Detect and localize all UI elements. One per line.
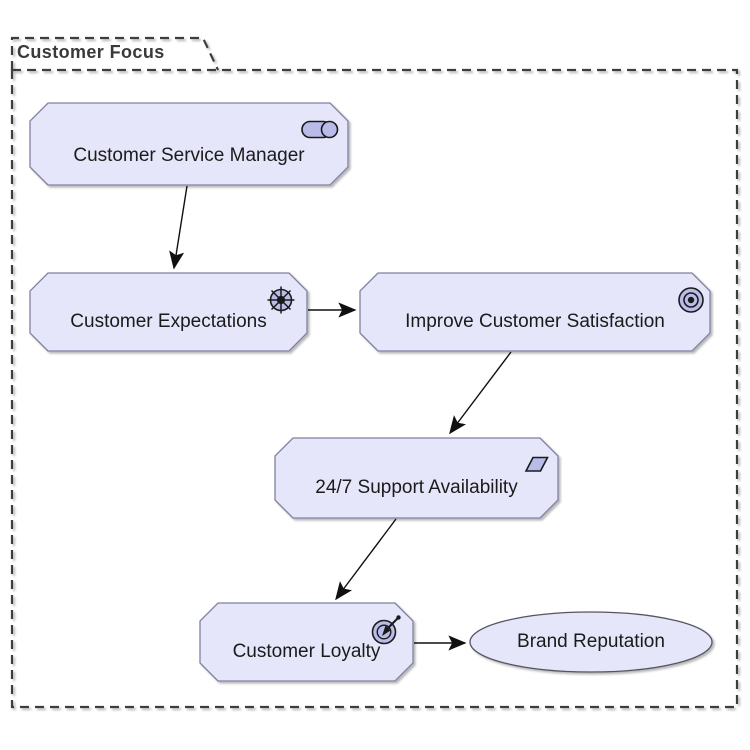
edge-satisfaction-to-availability <box>449 351 512 435</box>
node-label-customer-service-manager: Customer Service Manager <box>73 145 305 166</box>
requirement-icon <box>524 456 549 472</box>
edge-availability-to-loyalty <box>335 518 397 601</box>
node-label-improve-customer-satisfaction: Improve Customer Satisfaction <box>405 311 665 332</box>
node-customer-expectations <box>29 272 308 352</box>
node-label-customer-expectations: Customer Expectations <box>70 311 267 332</box>
node-support-availability <box>274 437 559 519</box>
node-label-customer-loyalty: Customer Loyalty <box>232 641 381 662</box>
outcome-icon <box>371 615 401 645</box>
node-improve-customer-satisfaction <box>359 272 711 352</box>
node-brand-reputation <box>469 611 713 673</box>
node-label-brand-reputation: Brand Reputation <box>517 631 665 652</box>
node-customer-loyalty <box>199 602 414 682</box>
group-tab <box>10 36 219 71</box>
edge-csm-to-expectations <box>169 185 188 270</box>
group-title: Customer Focus <box>17 42 165 62</box>
node-customer-service-manager <box>29 102 349 186</box>
role-icon <box>301 120 339 139</box>
group-customer-focus <box>10 36 739 709</box>
node-label-support-availability: 24/7 Support Availability <box>315 477 518 498</box>
goal-icon <box>678 287 704 313</box>
driver-icon <box>267 286 295 314</box>
group-border <box>10 68 739 709</box>
